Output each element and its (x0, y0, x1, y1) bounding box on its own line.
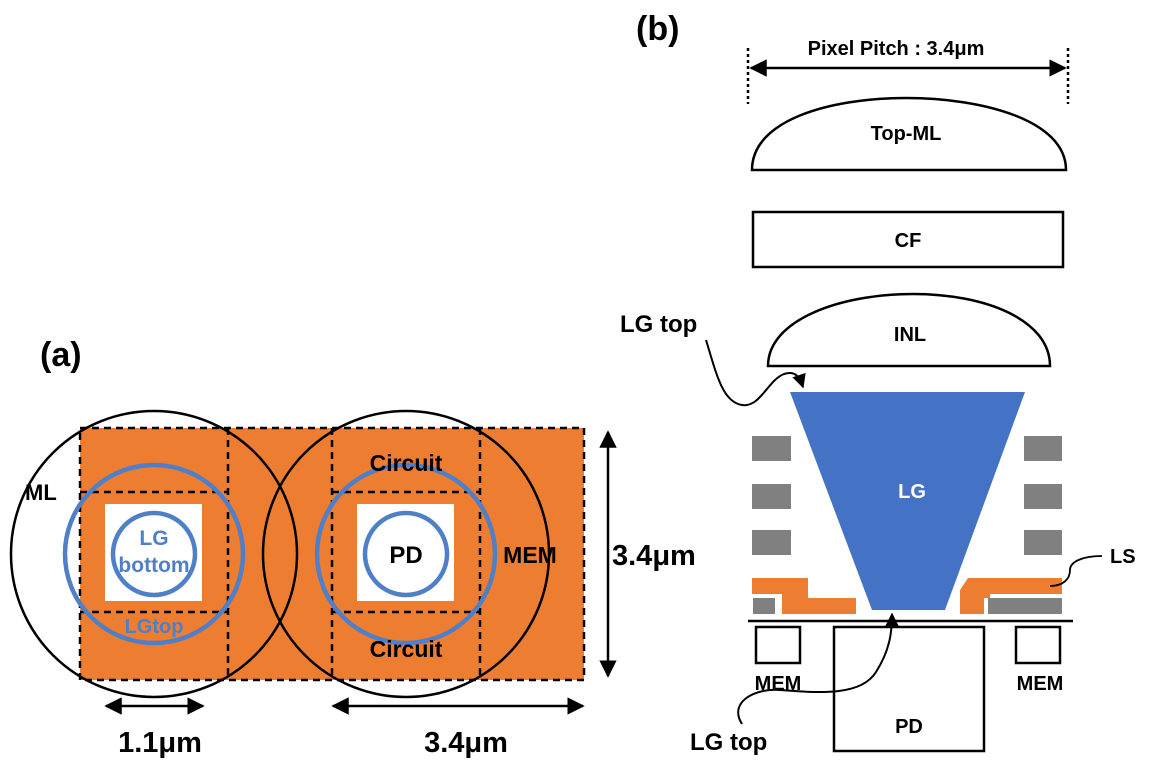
ml-circle-right (261, 409, 551, 699)
light-shield-left (752, 578, 856, 614)
panel-a: (a) ML LG bottom LGtop PD Circ (9, 336, 696, 759)
lg-bottom-circle-right (362, 510, 450, 598)
mem-box-left (754, 625, 802, 665)
pd-box (832, 625, 986, 753)
light-shield-right (960, 578, 1062, 614)
pd-label-b: PD (895, 716, 923, 738)
lg-bottom-label-line2: bottom (118, 554, 189, 577)
cf-label: CF (895, 230, 922, 252)
cf-layer (751, 210, 1065, 269)
lg-label: LG (898, 481, 926, 503)
lg-top-lower-arrow (737, 612, 899, 725)
ls-leader-line (1049, 555, 1103, 587)
metal-wiring-left (752, 436, 791, 614)
pitch-label: Pixel Pitch : 3.4μm (808, 38, 985, 60)
mem-label-a: MEM (503, 542, 557, 568)
top-ml-lens (750, 96, 1068, 172)
pd-window-left (105, 504, 202, 601)
lg-top-upper-label: LG top (620, 311, 697, 338)
dashed-cell-grid (78, 426, 586, 682)
inl-lens (766, 292, 1052, 368)
lg-bottom-label-line1: LG (139, 527, 168, 550)
pd-label-a: PD (389, 542, 422, 569)
ls-label: LS (1110, 546, 1136, 568)
lg-top-label: LGtop (125, 616, 184, 638)
lg-top-circle-right (314, 462, 498, 646)
lg-bottom-circle-left (110, 510, 198, 598)
panel-b: (b) Pixel Pitch : 3.4μm Top-ML CF INL LG (620, 10, 1136, 756)
inl-label: INL (894, 324, 926, 346)
pd-window-right (357, 504, 454, 601)
ml-label: ML (25, 480, 57, 505)
cell-width-label: 3.4μm (424, 727, 508, 759)
mem-label-right: MEM (1017, 673, 1064, 695)
circuit-label-top: Circuit (370, 450, 443, 476)
panel-b-label: (b) (636, 10, 679, 48)
lg-top-upper-arrow (705, 339, 806, 407)
height-dimension-label: 3.4μm (612, 540, 696, 572)
top-ml-label: Top-ML (871, 123, 942, 145)
metal-wiring-right (988, 436, 1062, 614)
lg-light-guide (790, 392, 1025, 610)
lg-top-lower-label: LG top (690, 729, 767, 756)
ml-circle-left (9, 409, 299, 699)
circuit-label-bottom: Circuit (370, 636, 443, 662)
lg-top-circle-left (62, 462, 246, 646)
panel-a-label: (a) (40, 336, 82, 374)
lg-bottom-width-label: 1.1μm (118, 727, 202, 759)
mem-box-right (1014, 625, 1062, 665)
